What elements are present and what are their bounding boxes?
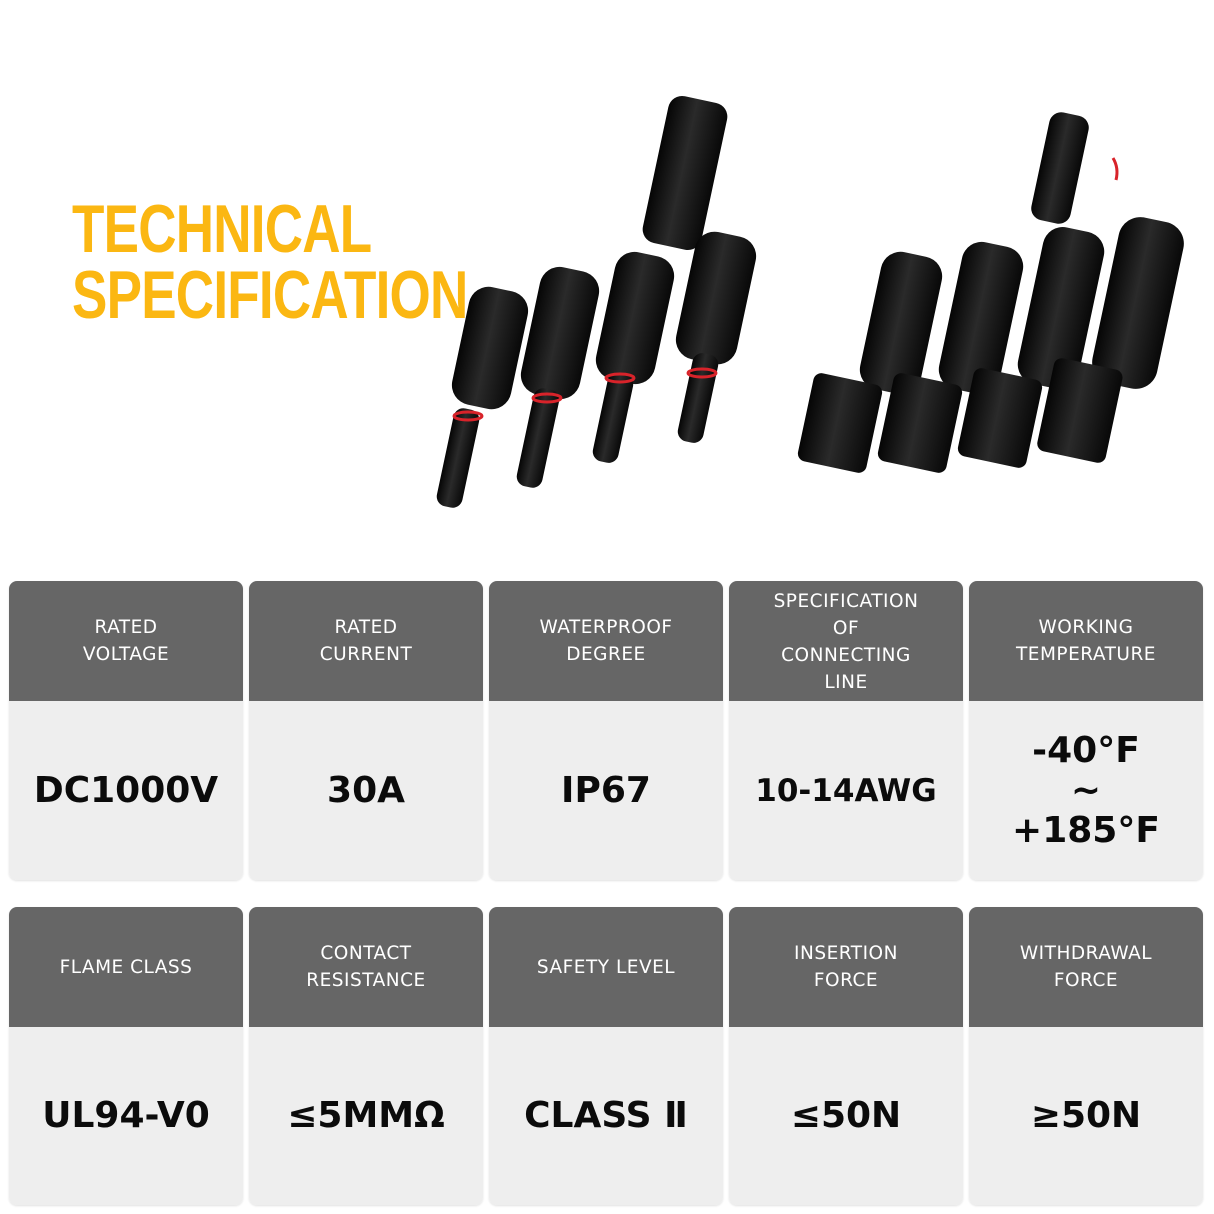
spec-row-1: RATED VOLTAGE DC1000V RATED CURRENT 30A … xyxy=(9,581,1205,880)
spec-value: DC1000V xyxy=(9,701,243,880)
spec-card-connecting-line: SPECIFICATION OF CONNECTING LINE 10-14AW… xyxy=(729,581,963,880)
spec-card-flame-class: FLAME CLASS UL94-V0 xyxy=(9,907,243,1205)
spec-label: SAFETY LEVEL xyxy=(489,907,723,1027)
spec-value: ≤50N xyxy=(729,1027,963,1205)
spec-value: -40°F ~ +185°F xyxy=(969,701,1203,880)
spec-value: UL94-V0 xyxy=(9,1027,243,1205)
spec-card-safety-level: SAFETY LEVEL CLASS Ⅱ xyxy=(489,907,723,1205)
spec-label: FLAME CLASS xyxy=(9,907,243,1027)
spec-card-rated-voltage: RATED VOLTAGE DC1000V xyxy=(9,581,243,880)
spec-card-rated-current: RATED CURRENT 30A xyxy=(249,581,483,880)
spec-value: 30A xyxy=(249,701,483,880)
spec-label: RATED VOLTAGE xyxy=(9,581,243,701)
spec-card-withdrawal-force: WITHDRAWAL FORCE ≥50N xyxy=(969,907,1203,1205)
spec-value: ≤5MMΩ xyxy=(249,1027,483,1205)
spec-value: 10-14AWG xyxy=(729,701,963,880)
spec-value: IP67 xyxy=(489,701,723,880)
spec-card-insertion-force: INSERTION FORCE ≤50N xyxy=(729,907,963,1205)
spec-card-working-temperature: WORKING TEMPERATURE -40°F ~ +185°F xyxy=(969,581,1203,880)
spec-value: CLASS Ⅱ xyxy=(489,1027,723,1205)
spec-label: SPECIFICATION OF CONNECTING LINE xyxy=(729,581,963,701)
spec-row-2: FLAME CLASS UL94-V0 CONTACT RESISTANCE ≤… xyxy=(9,907,1205,1205)
spec-value: ≥50N xyxy=(969,1027,1203,1205)
title-line-1: TECHNICAL xyxy=(72,191,372,267)
product-image xyxy=(436,96,1184,508)
spec-label: RATED CURRENT xyxy=(249,581,483,701)
spec-card-contact-resistance: CONTACT RESISTANCE ≤5MMΩ xyxy=(249,907,483,1205)
spec-label: CONTACT RESISTANCE xyxy=(249,907,483,1027)
title-line-2: SPECIFICATION xyxy=(72,257,468,333)
spec-label: INSERTION FORCE xyxy=(729,907,963,1027)
spec-label: WATERPROOF DEGREE xyxy=(489,581,723,701)
spec-label: WORKING TEMPERATURE xyxy=(969,581,1203,701)
page-title: TECHNICAL SPECIFICATION xyxy=(72,191,468,333)
spec-label: WITHDRAWAL FORCE xyxy=(969,907,1203,1027)
spec-card-waterproof-degree: WATERPROOF DEGREE IP67 xyxy=(489,581,723,880)
